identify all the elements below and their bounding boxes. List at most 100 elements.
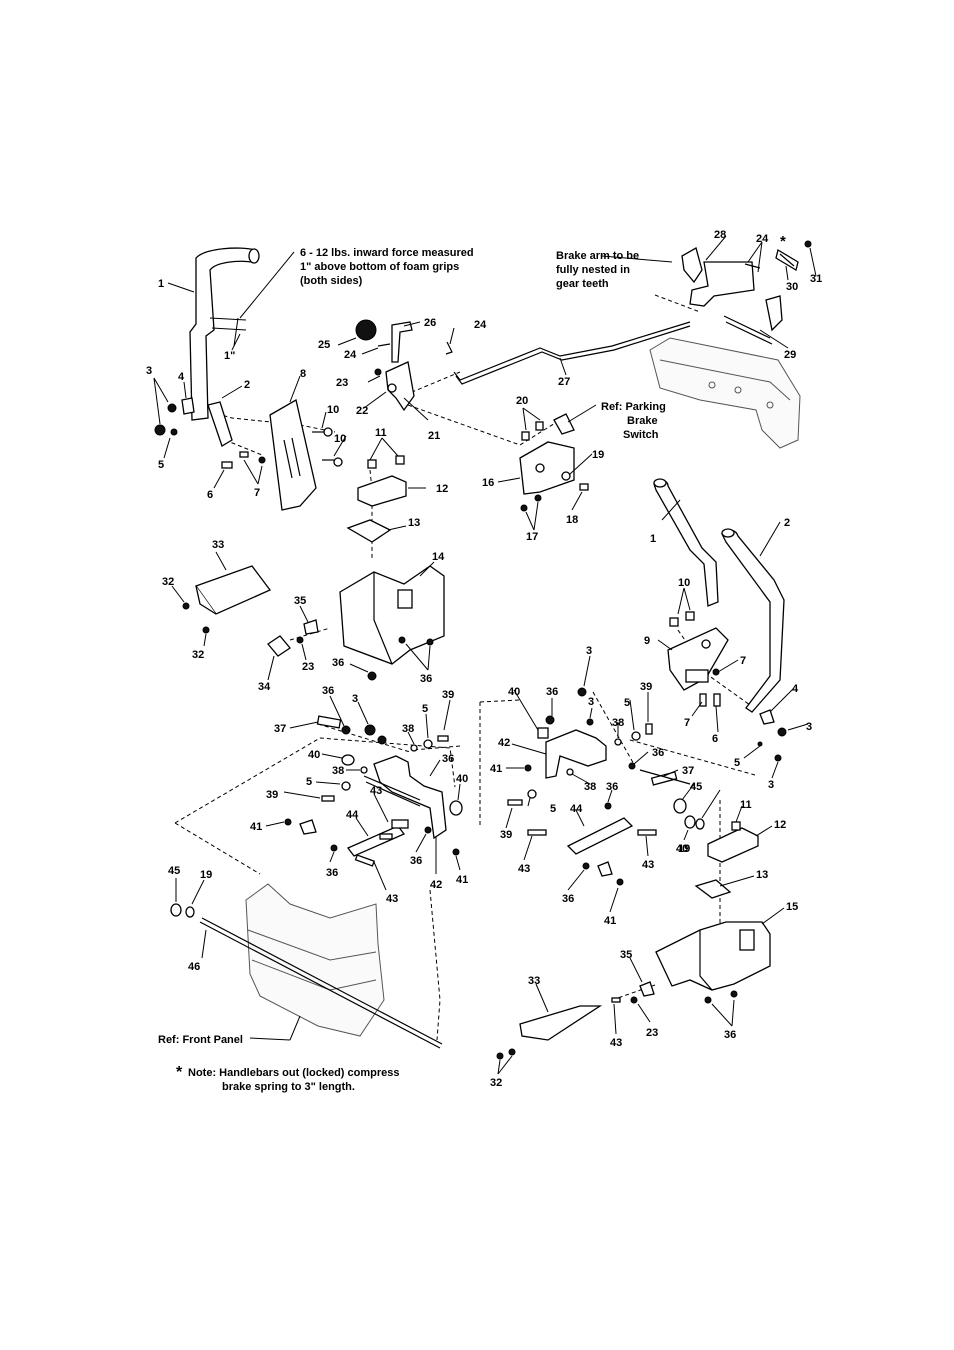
callout: 3 <box>146 365 152 377</box>
callout: 8 <box>300 368 306 380</box>
callout: 30 <box>786 281 798 293</box>
callout: 24 <box>344 349 357 361</box>
axle-assembly-right <box>507 687 705 886</box>
callout: 19 <box>592 449 604 461</box>
cover-plate-33-left <box>194 565 272 615</box>
right-small-hardware <box>757 709 787 762</box>
callout: 13 <box>408 517 420 529</box>
callout: 31 <box>810 273 822 285</box>
callout: 5 <box>734 757 740 769</box>
force-note-line3: (both sides) <box>300 275 363 287</box>
leader-lines <box>153 235 817 1075</box>
callout: 20 <box>516 395 528 407</box>
brake-rod-27 <box>453 321 691 385</box>
callout: 28 <box>714 229 726 241</box>
callout: 18 <box>566 514 578 526</box>
callout: 43 <box>610 1037 622 1049</box>
callout: 33 <box>528 975 540 987</box>
cover-plate-33-right <box>496 1005 603 1060</box>
callout: 23 <box>336 377 348 389</box>
handlebar-1-left <box>189 247 260 447</box>
callout: 3 <box>588 696 594 708</box>
callout: 16 <box>482 477 494 489</box>
callout: 36 <box>332 657 344 669</box>
callout: 10 <box>334 433 346 445</box>
ref-parking-line3: Switch <box>623 429 659 441</box>
notes: 6 - 12 lbs. inward force measured 1" abo… <box>158 233 786 1093</box>
callout: 3 <box>806 721 812 733</box>
callout: 14 <box>432 551 445 563</box>
callout: 7 <box>684 717 690 729</box>
callout: 11 <box>375 427 387 439</box>
ref-front-panel: Ref: Front Panel <box>158 1034 243 1046</box>
bracket-12-right <box>694 821 759 899</box>
callout: 12 <box>774 819 786 831</box>
callout: 33 <box>212 539 224 551</box>
callout: 26 <box>424 317 436 329</box>
callout: 36 <box>724 1029 736 1041</box>
brake-note-line1: Brake arm to be <box>556 250 639 262</box>
callout: 19 <box>200 869 212 881</box>
callout: 24 <box>756 233 769 245</box>
callout: 45 <box>168 865 180 877</box>
switch-bracket-16 <box>519 413 589 512</box>
axle-assembly-left <box>284 715 463 867</box>
callout: 19 <box>678 843 690 855</box>
callout: 41 <box>250 821 262 833</box>
asterisk-mark: * <box>780 233 786 250</box>
force-note-line2: 1" above bottom of foam grips <box>300 261 459 273</box>
callout: 25 <box>318 339 330 351</box>
brake-note-line2: fully nested in <box>556 264 630 276</box>
callout: 10 <box>327 404 339 416</box>
callout: 43 <box>370 785 382 797</box>
foam-grip-measure <box>209 317 247 347</box>
small-hardware-left <box>154 397 343 469</box>
callout: 43 <box>642 859 654 871</box>
callout: 35 <box>294 595 306 607</box>
footnote-line1: Note: Handlebars out (locked) compress <box>188 1067 400 1079</box>
callout: 38 <box>332 765 344 777</box>
callout: 39 <box>266 789 278 801</box>
front-panel <box>245 883 385 1037</box>
callout: 6 <box>207 489 213 501</box>
housing-15 <box>655 921 771 1004</box>
callout: 5 <box>624 697 630 709</box>
callout: 5 <box>158 459 164 471</box>
callout: 34 <box>258 681 271 693</box>
callout: 23 <box>646 1027 658 1039</box>
callout: 27 <box>558 376 570 388</box>
force-note-line1: 6 - 12 lbs. inward force measured <box>300 247 474 259</box>
callout: 13 <box>756 869 768 881</box>
callout: 36 <box>652 747 664 759</box>
callout: 32 <box>192 649 204 661</box>
callout: 38 <box>402 723 414 735</box>
callout: 24 <box>474 319 487 331</box>
callout: 2 <box>784 517 790 529</box>
callout: 36 <box>322 685 334 697</box>
callout: 3 <box>352 693 358 705</box>
callout: 17 <box>526 531 538 543</box>
callout: 36 <box>420 673 432 685</box>
ref-parking-line2: Brake <box>627 415 658 427</box>
callout: 11 <box>740 799 752 811</box>
callout: 39 <box>640 681 652 693</box>
small-parts-34-35 <box>182 602 377 681</box>
callout: 41 <box>456 874 468 886</box>
callout: 41 <box>490 763 502 775</box>
callout: 32 <box>490 1077 502 1089</box>
callout: 44 <box>570 803 583 815</box>
housing-14 <box>339 565 445 665</box>
callout: 40 <box>456 773 468 785</box>
handlebar-2-right <box>721 528 785 713</box>
callout: 36 <box>326 867 338 879</box>
callout: 5 <box>306 776 312 788</box>
callout: 42 <box>498 737 510 749</box>
callout: 3 <box>768 779 774 791</box>
callout: 7 <box>740 655 746 667</box>
callout: 5 <box>422 703 428 715</box>
brake-pivot-group <box>355 319 453 412</box>
callout: 46 <box>188 961 200 973</box>
callout: 12 <box>436 483 448 495</box>
callout: 38 <box>612 717 624 729</box>
